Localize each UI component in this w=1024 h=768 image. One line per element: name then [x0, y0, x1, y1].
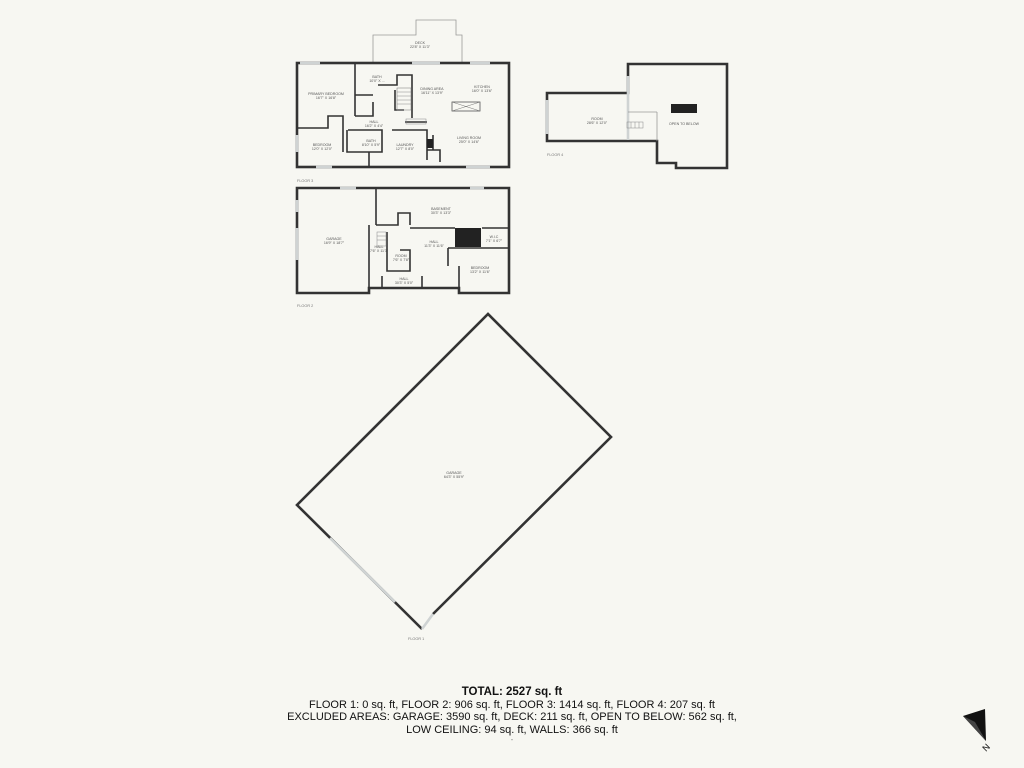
deck-dims: 22'8" X 11'3"	[410, 45, 431, 49]
bath-lower-label: BATH	[366, 139, 376, 143]
kitchen-label: KITCHEN	[474, 85, 490, 89]
area-summary: TOTAL: 2527 sq. ft FLOOR 1: 0 sq. ft, FL…	[0, 686, 1024, 744]
hall-a-dims: 7'6" X 11'3"	[370, 249, 389, 253]
floors-area-line: FLOOR 1: 0 sq. ft, FLOOR 2: 906 sq. ft, …	[309, 698, 715, 711]
deck-outline	[372, 19, 463, 63]
laundry-dims: 12'7" X 8'0"	[396, 147, 415, 151]
wic-label: W.I.C	[490, 235, 499, 239]
floor-4-label: FLOOR 4	[547, 153, 563, 157]
primary-bedroom-dims: 16'7" X 16'8"	[316, 96, 337, 100]
living-room-dims: 25'0" X 14'6"	[459, 140, 480, 144]
floor-4-plan: ROOM 28'6" X 12'0" OPEN TO BELOW FLOOR 4	[545, 62, 729, 170]
dining-area-dims: 16'11" X 13'9"	[421, 91, 444, 95]
bath-upper-label: BATH	[372, 75, 382, 79]
floor-4-chimney	[671, 104, 697, 113]
floor-3-exterior-wall	[295, 61, 511, 169]
compass-label: N	[980, 742, 992, 754]
bedroom-dims: 12'0" X 12'0"	[312, 147, 333, 151]
floor-2-label: FLOOR 2	[297, 304, 313, 308]
floor-1-plan: GARAGE 64'3" X 55'9" FLOOR 1	[295, 312, 613, 641]
floor-4-room-label: ROOM	[591, 117, 602, 121]
hall-label: HALL	[370, 120, 379, 124]
total-area: TOTAL: 2527 sq. ft	[461, 686, 563, 698]
floor-1-garage-label: GARAGE	[446, 471, 462, 475]
floor-1-garage-dims: 64'3" X 55'9"	[444, 475, 465, 479]
deck-label: DECK	[415, 41, 426, 45]
excluded-areas-line: EXCLUDED AREAS: GARAGE: 3590 sq. ft, DEC…	[287, 711, 737, 723]
fireplace	[427, 139, 433, 148]
floor-2-interior-walls	[368, 188, 509, 288]
living-room-label: LIVING ROOM	[457, 136, 481, 140]
summary-tick: -	[510, 735, 514, 744]
floor-2-room-dims: 7'6" X 7'8"	[393, 258, 410, 262]
floor-3-label: FLOOR 3	[297, 179, 313, 183]
floor-2-garage-dims: 16'9" X 18'7"	[324, 241, 345, 245]
floor-3-plan: DECK 22'8" X 11'3" BATH 10'0" X ... PRIM…	[295, 19, 511, 183]
floor-2-garage-label: GARAGE	[326, 237, 342, 241]
kitchen-island	[451, 101, 481, 112]
floor-2-chimney	[455, 228, 481, 247]
bath-upper-dims: 10'0" X ...	[369, 79, 384, 83]
floor-2-plan: GARAGE 16'9" X 18'7" BASEMENT 30'3" X 13…	[295, 186, 511, 308]
dining-area-label: DINING AREA	[420, 87, 444, 91]
hall-b-label: HALL	[430, 240, 439, 244]
hall-c-dims: 30'3" X 5'0"	[395, 281, 414, 285]
hall-b-dims: 11'3" X 11'6"	[424, 244, 444, 248]
north-arrow-icon: N	[963, 709, 992, 753]
floor-2-room-label: ROOM	[395, 254, 406, 258]
kitchen-dims: 16'0" X 13'6"	[472, 89, 493, 93]
floor-3-stairs	[396, 87, 427, 125]
floor-4-room-dims: 28'6" X 12'0"	[587, 121, 608, 125]
floor-2-bedroom-dims: 13'2" X 11'6"	[470, 270, 491, 274]
bath-lower-dims: 8'10" X 5'9"	[362, 143, 381, 147]
basement-label: BASEMENT	[431, 207, 452, 211]
floor-2-bedroom-label: BEDROOM	[471, 266, 490, 270]
bedroom-label: BEDROOM	[313, 143, 332, 147]
wic-dims: 7'1" X 6'7"	[486, 239, 503, 243]
open-to-below-label: OPEN TO BELOW	[669, 122, 700, 126]
primary-bedroom-label: PRIMARY BEDROOM	[308, 92, 344, 96]
hall-dims: 16'2" X 4'4"	[365, 124, 384, 128]
floor-1-label: FLOOR 1	[408, 637, 424, 641]
hall-a-label: HALL	[375, 245, 384, 249]
basement-dims: 30'3" X 13'3"	[431, 211, 452, 215]
hall-c-label: HALL	[400, 277, 409, 281]
floor-4-exterior-wall	[545, 62, 729, 170]
laundry-label: LAUNDRY	[396, 143, 414, 147]
low-ceiling-line: LOW CEILING: 94 sq. ft, WALLS: 366 sq. f…	[406, 723, 618, 736]
